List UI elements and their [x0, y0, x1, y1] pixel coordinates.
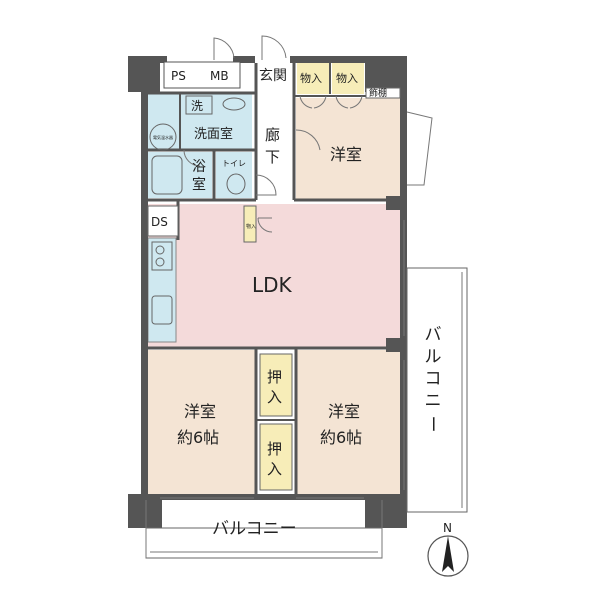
label-balcony-right-1: バ: [425, 325, 442, 345]
washroom-area: [148, 94, 252, 150]
western-room-left-area: [148, 350, 256, 496]
label-washroom: 洗面室: [194, 126, 233, 142]
western-room-top-area: [296, 98, 400, 200]
label-decor-shelf: 飾棚: [369, 87, 387, 99]
decor-shelf-box: [365, 87, 401, 99]
label-closet-2b: 入: [267, 460, 282, 478]
label-western-left-1: 洋室: [184, 402, 216, 421]
label-western-right-1: 洋室: [328, 402, 360, 421]
label-balcony-right-5: ー: [422, 416, 442, 433]
label-washing-machine: 洗: [191, 99, 203, 113]
toilet-area: [216, 152, 252, 198]
label-closet-1a: 押: [267, 368, 282, 386]
compass-arrow-icon: [442, 536, 454, 572]
label-entrance: 玄関: [259, 67, 287, 84]
label-western-left-2: 約6帖: [177, 428, 219, 447]
closet-1-area: [259, 353, 293, 417]
label-balcony-bottom: バルコニー: [212, 519, 297, 539]
label-storage-top-2: 物入: [336, 71, 358, 85]
label-western-room-top: 洋室: [330, 145, 362, 164]
label-mb: MB: [210, 69, 229, 83]
label-bath-1: 浴: [192, 159, 206, 175]
ps-mb-box: [163, 61, 241, 89]
storage-top-2-area: [332, 62, 364, 94]
stove-fixture: [151, 241, 173, 271]
balcony-right-area: [406, 267, 468, 513]
bathroom-area: [148, 152, 212, 198]
western-room-right-area: [296, 350, 400, 496]
label-corridor-1: 廊: [265, 126, 280, 144]
closet-2-area: [259, 423, 293, 491]
label-balcony-right-2: ル: [425, 347, 442, 367]
ldk-area: [148, 204, 400, 348]
small-storage-area: [243, 205, 257, 243]
label-small-storage: 物入: [246, 223, 256, 230]
label-corridor-2: 下: [265, 148, 280, 166]
label-toilet: トイレ: [222, 159, 246, 168]
label-storage-top-1: 物入: [300, 71, 322, 85]
label-western-right-2: 約6帖: [320, 428, 362, 447]
storage-top-1-area: [297, 62, 329, 94]
washing-machine-fixture: [185, 95, 213, 115]
label-bath-2: 室: [192, 176, 206, 193]
label-balcony-right-3: コ: [425, 369, 442, 389]
label-ds: DS: [151, 215, 168, 229]
ds-box: [147, 205, 179, 237]
label-closet-2a: 押: [267, 440, 282, 458]
kitchen-sink-fixture: [151, 295, 173, 325]
bathtub-fixture: [151, 155, 183, 195]
label-closet-1b: 入: [267, 388, 282, 406]
label-balcony-right-4: ニ: [425, 391, 442, 411]
sink-fixture: [222, 97, 246, 111]
compass: N: [427, 521, 469, 577]
label-ps: PS: [171, 69, 186, 83]
label-water-heater: 電気温水器: [153, 134, 173, 140]
toilet-fixture: [226, 173, 246, 195]
label-ldk: LDK: [252, 273, 293, 297]
water-heater-fixture: [149, 123, 177, 151]
compass-label: N: [443, 521, 452, 535]
label-balcony-right: バ ル コ ニ ー: [422, 325, 442, 433]
